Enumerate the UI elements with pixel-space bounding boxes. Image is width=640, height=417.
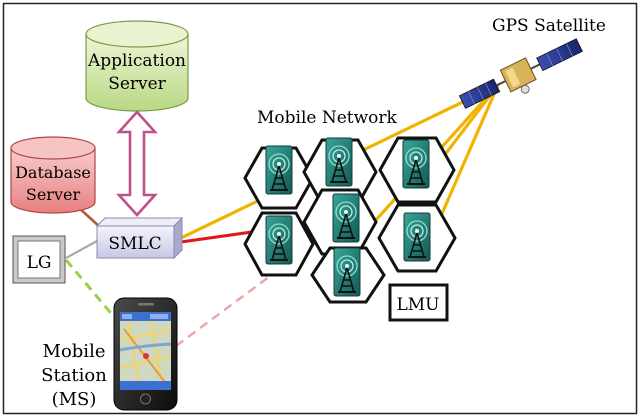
smartphone-map-icon (113, 297, 178, 411)
cell-tower-icon (265, 215, 293, 265)
cell-tower-icon (402, 139, 430, 189)
cell-tower-icon (333, 247, 361, 297)
cell-tower-icon (403, 212, 431, 262)
application-server-label-line2: Server (108, 74, 166, 94)
ms-label-line2: Station (41, 365, 107, 386)
database-server-label-line2: Server (26, 185, 81, 204)
database-server-label-line1: Database (15, 163, 91, 182)
ms-to-cell-link (175, 229, 333, 347)
lg-to-smlc-link (65, 240, 98, 259)
smlc-label: SMLC (108, 234, 161, 254)
lmu-node: LMU (388, 283, 449, 322)
application-server: Application Server (85, 20, 189, 112)
smlc-node: SMLC (95, 216, 184, 260)
lg-label: LG (27, 253, 52, 273)
ms-label-line3: (MS) (52, 389, 97, 410)
ms-label-line1: Mobile (43, 341, 106, 362)
double-arrow-icon (116, 110, 158, 217)
mobile-station-label: Mobile Station (MS) (41, 341, 107, 410)
cell-tower-icon (265, 145, 293, 195)
satellite-icon (458, 38, 583, 109)
gps-link-lmu-cell (432, 84, 500, 233)
cell-tower-icon (325, 137, 353, 187)
database-server: Database Server (10, 136, 96, 214)
lg-to-ms-link (64, 259, 123, 326)
mobile-network-label: Mobile Network (257, 108, 398, 128)
application-server-label-line1: Application (87, 51, 186, 71)
gps-satellite-label: GPS Satellite (492, 16, 606, 36)
lmu-label: LMU (396, 295, 439, 315)
cell-tower-icon (332, 193, 360, 243)
lg-node: LG (12, 235, 66, 284)
